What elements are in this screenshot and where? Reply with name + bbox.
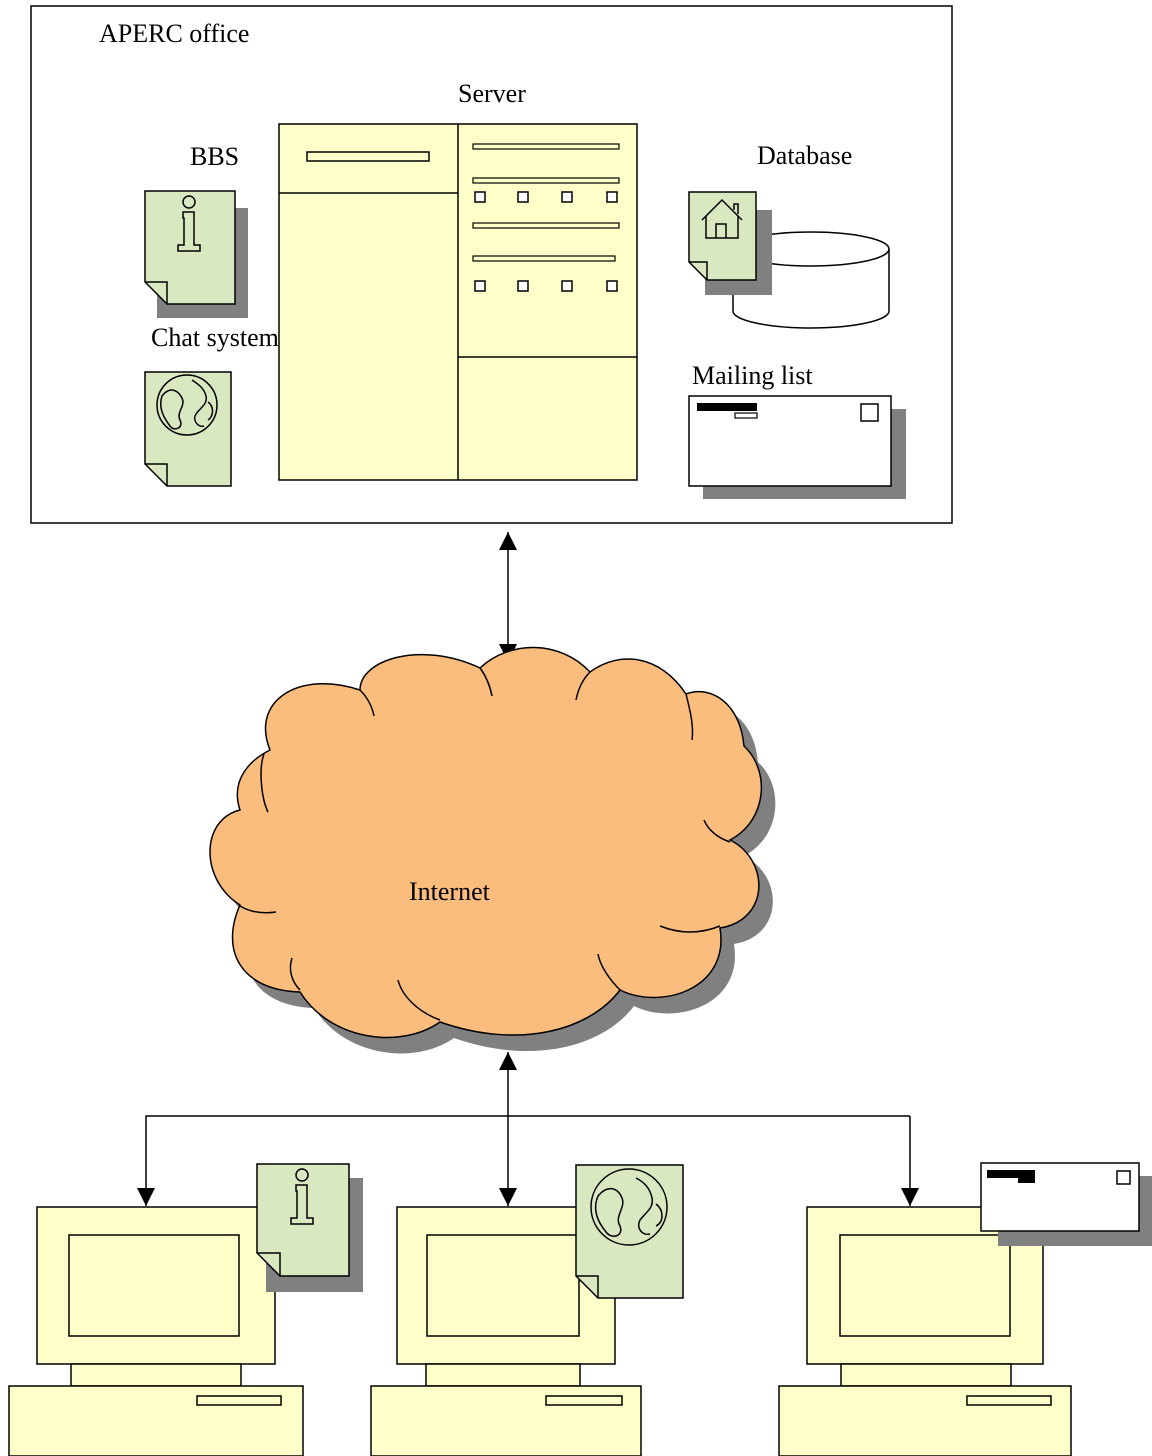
envelope-icon bbox=[697, 403, 879, 422]
server-label: Server bbox=[458, 79, 526, 108]
internet-label: Internet bbox=[409, 877, 491, 906]
server: Server bbox=[278, 79, 638, 481]
client-connectors bbox=[137, 1052, 919, 1206]
envelope-icon bbox=[987, 1170, 1131, 1185]
chat-label: Chat system bbox=[151, 323, 279, 352]
bbs-document: BBS bbox=[144, 142, 248, 318]
client-computer-bbs bbox=[8, 1163, 363, 1456]
database-label: Database bbox=[757, 141, 852, 170]
chat-document: Chat system bbox=[144, 323, 279, 487]
office-title: APERC office bbox=[99, 19, 249, 48]
house-icon bbox=[701, 198, 743, 239]
client-computer-mailing bbox=[778, 1162, 1152, 1456]
globe-icon bbox=[156, 374, 218, 436]
database: Database bbox=[688, 141, 890, 329]
mailing-list: Mailing list bbox=[688, 361, 906, 499]
bbs-label: BBS bbox=[190, 142, 239, 171]
globe-icon bbox=[590, 1168, 668, 1246]
client-computer-chat bbox=[370, 1164, 684, 1456]
info-icon bbox=[290, 1168, 314, 1225]
mailing-label: Mailing list bbox=[692, 361, 813, 390]
internet-cloud: Internet bbox=[209, 646, 776, 1054]
info-icon bbox=[177, 195, 201, 252]
